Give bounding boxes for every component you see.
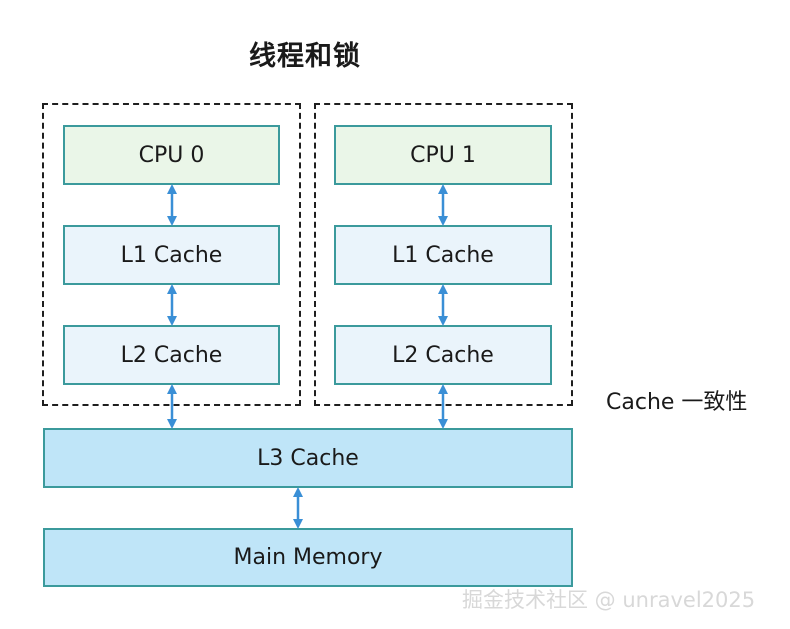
- watermark: 掘金技术社区 @ unravel2025: [462, 588, 756, 612]
- main-memory-box: Main Memory: [43, 528, 573, 587]
- cpu-1-box: CPU 1: [334, 125, 552, 185]
- diagram-title: 线程和锁: [249, 41, 361, 72]
- cpu-1-l1-cache-label: L1 Cache: [392, 242, 494, 268]
- cache-coherence-label: Cache 一致性: [606, 390, 748, 415]
- l3-cache-label: L3 Cache: [257, 445, 359, 471]
- cpu-0-l1-cache-box: L1 Cache: [63, 225, 280, 285]
- cpu-1-l2-cache-box: L2 Cache: [334, 325, 552, 385]
- main-memory-label: Main Memory: [233, 545, 383, 570]
- cpu-1-label: CPU 1: [410, 142, 476, 168]
- cpu-0-box: CPU 0: [63, 125, 280, 185]
- cpu-1-l2-cache-label: L2 Cache: [392, 342, 494, 368]
- cpu-0-l2-cache-label: L2 Cache: [120, 342, 223, 368]
- l3-cache-box: L3 Cache: [43, 428, 573, 488]
- cpu-0-label: CPU 0: [138, 142, 205, 168]
- cpu-0-l1-cache-label: L1 Cache: [120, 242, 223, 268]
